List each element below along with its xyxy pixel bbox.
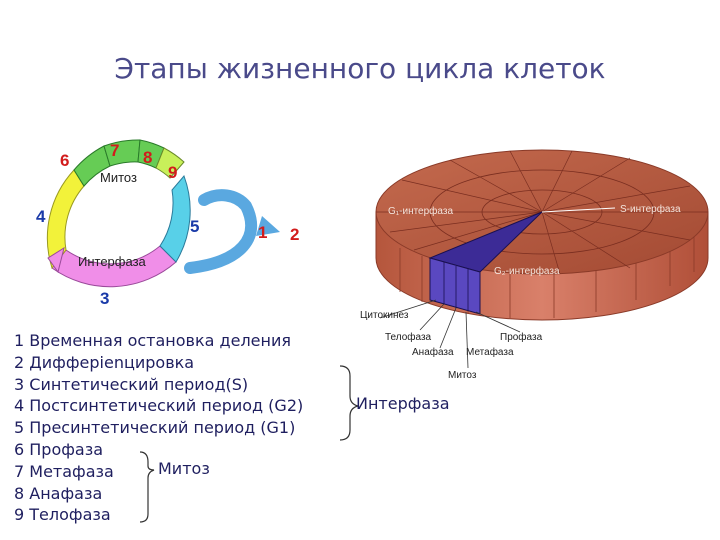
mitosis-group-label: Митоз (158, 459, 210, 478)
exit-arrow (184, 189, 280, 274)
wheel-interphase-label: Интерфаза (78, 254, 147, 269)
pie-anaphase-label: Анафаза (412, 346, 454, 358)
legend-item: 5 Пресинтетический период (G1) (14, 418, 296, 438)
legend-list: 1 Временная остановка деления 2 Дифферie… (14, 330, 303, 526)
interphase-brace (339, 365, 359, 441)
pie-mitosis-label: Митоз (448, 370, 477, 381)
pie-prophase-label: Профаза (500, 331, 543, 343)
interphase-group-label: Интерфаза (356, 394, 450, 413)
legend-item: 7 Метафаза (14, 461, 114, 481)
ring-segment-g1 (159, 175, 191, 263)
wheel-number-3: 3 (100, 289, 109, 308)
pie-g2-label: G₂-интерфаза (494, 265, 560, 277)
legend-item: 3 Синтетический период(S) (14, 374, 249, 394)
wheel-number-1: 1 (258, 223, 267, 242)
wheel-number-7: 7 (110, 141, 119, 160)
legend-item: 4 Постсинтетический период (G2) (14, 396, 304, 416)
pie-callout-lines (379, 299, 521, 369)
ring-arrow-head (47, 246, 65, 274)
pie-s-label: S-интерфаза (620, 203, 681, 215)
wheel-number-4: 4 (36, 207, 46, 226)
pie-cytokinesis-label: Цитокинез (360, 310, 409, 321)
cell-cycle-wheel (46, 139, 191, 288)
legend-item: 2 Дифферienцировка (14, 352, 195, 372)
wheel-number-6: 6 (60, 151, 69, 170)
legend-item: 6 Профаза (14, 439, 104, 459)
pie-telophase-label: Телофаза (385, 331, 432, 343)
legend-item: 1 Временная остановка деления (14, 331, 291, 350)
page-title: Этапы жизненного цикла клеток (114, 52, 606, 85)
legend-item: 8 Анафаза (14, 483, 103, 503)
legend-item: 9 Телофаза (14, 505, 111, 525)
ring-segment-telophase (155, 147, 185, 179)
wheel-mitosis-label: Митоз (100, 170, 137, 185)
wheel-number-8: 8 (143, 148, 152, 167)
cell-cycle-pie (375, 149, 709, 321)
wheel-number-2: 2 (290, 225, 299, 244)
wheel-number-5: 5 (190, 217, 199, 236)
wheel-number-9: 9 (168, 163, 177, 182)
mitosis-brace (139, 451, 155, 523)
ring-segment-g2 (46, 169, 85, 270)
pie-g1-label: G₁-интерфаза (388, 205, 453, 217)
pie-radial-lines (376, 150, 708, 275)
pie-metaphase-label: Метафаза (466, 346, 514, 358)
